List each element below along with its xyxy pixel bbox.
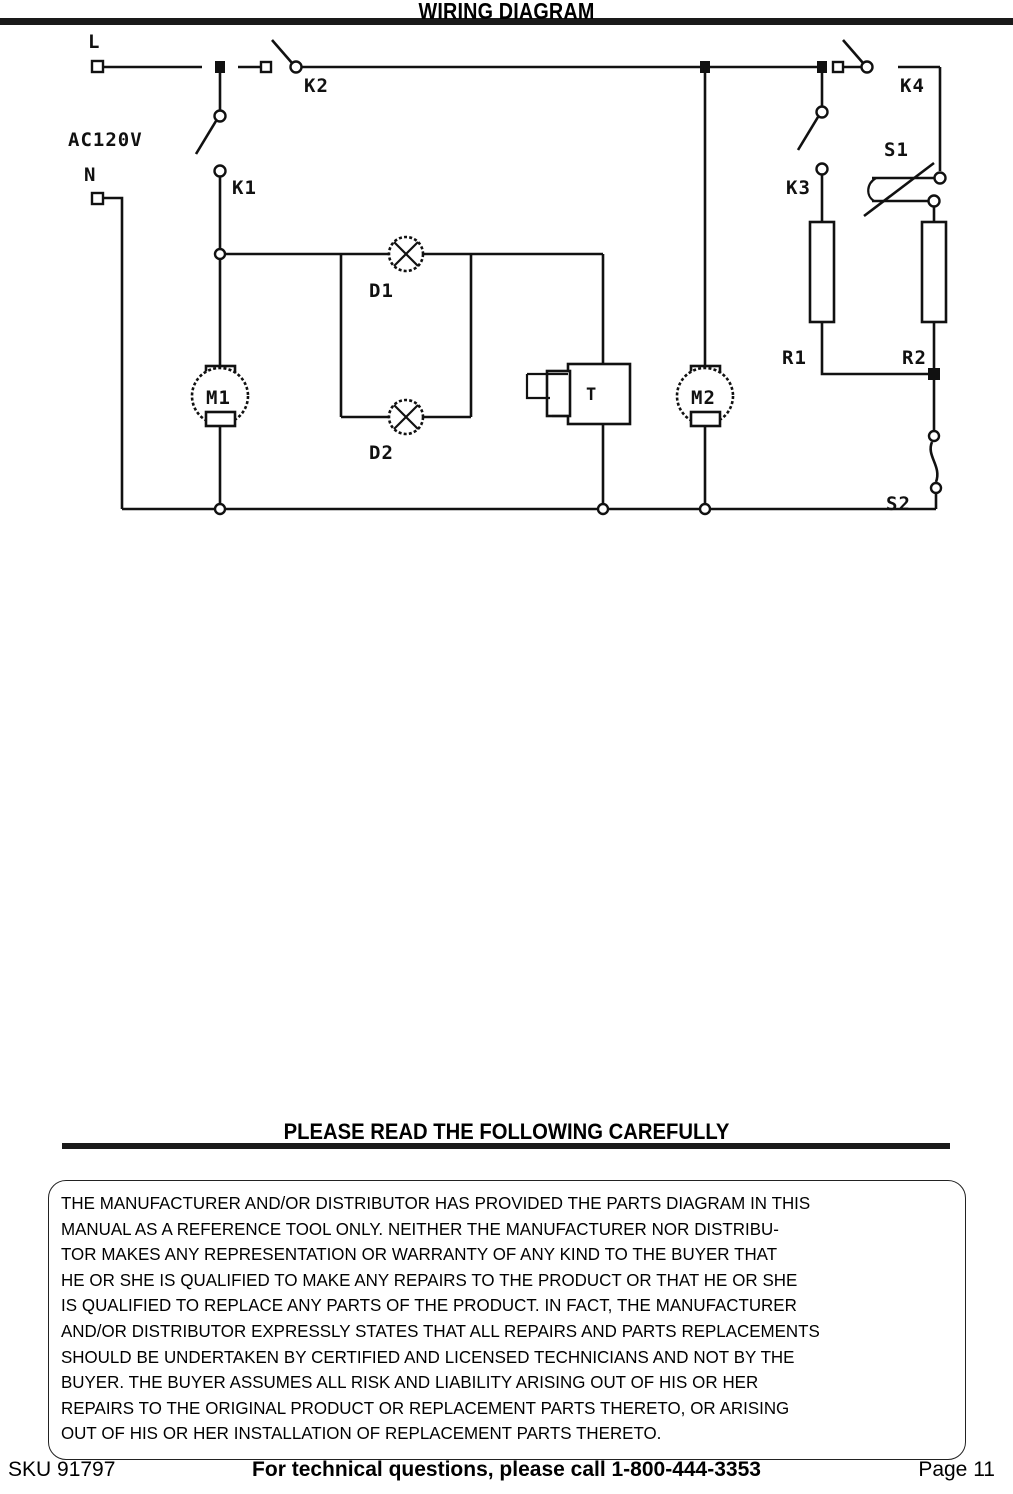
- K3-lower-terminal: [815, 162, 829, 176]
- junction-bottom-M1: [213, 502, 227, 516]
- disclaimer-line: HE OR SHE IS QUALIFIED TO MAKE ANY REPAI…: [61, 1269, 798, 1290]
- sku-number: SKU 91797: [8, 1458, 116, 1481]
- page-footer: SKU 91797 For technical questions, pleas…: [0, 1455, 1013, 1489]
- page-title: WIRING DIAGRAM: [418, 0, 595, 24]
- terminal-L: [90, 59, 105, 74]
- disclaimer-line: IS QUALIFIED TO REPLACE ANY PARTS OF THE…: [61, 1295, 797, 1316]
- read-carefully-block: PLEASE READ THE FOLLOWING CAREFULLY: [0, 1118, 1013, 1152]
- wiring-diagram: L AC120V N K1 M1 D1: [0, 26, 1013, 546]
- label-N: N: [84, 164, 96, 186]
- disclaimer-line: SHOULD BE UNDERTAKEN BY CERTIFIED AND LI…: [61, 1346, 795, 1367]
- M1-brush-bottom: [204, 410, 237, 428]
- label-M2: M2: [691, 387, 716, 409]
- wire-N-down: [103, 196, 124, 509]
- label-D2: D2: [369, 442, 394, 464]
- disclaimer-line: REPAIRS TO THE ORIGINAL PRODUCT OR REPLA…: [61, 1397, 790, 1418]
- S1-pivot-arc: [867, 177, 877, 202]
- S1-terminal-upper: [933, 171, 947, 185]
- disclaimer-line: AND/OR DISTRIBUTOR EXPRESSLY STATES THAT…: [61, 1320, 820, 1341]
- read-carefully-rule: [62, 1143, 950, 1149]
- T-lead-left: [525, 374, 550, 400]
- K3-blade: [796, 116, 820, 151]
- junction-bottom-T: [596, 502, 610, 516]
- M2-brush-bottom: [689, 410, 722, 428]
- K4-pivot-terminal: [860, 60, 874, 74]
- K1-blade: [194, 120, 218, 155]
- R1-body: [808, 220, 836, 324]
- S1-blade: [863, 161, 935, 218]
- T-core: [545, 369, 572, 418]
- junction-M1-lamps: [213, 247, 227, 261]
- page-title-block: WIRING DIAGRAM: [0, 0, 1013, 26]
- junction-bottom-M2: [698, 502, 712, 516]
- disclaimer-line: TOR MAKES ANY REPRESENTATION OR WARRANTY…: [61, 1244, 778, 1265]
- title-rule: [0, 18, 1013, 25]
- R2-body: [920, 220, 948, 324]
- K3-pivot-terminal: [815, 105, 829, 119]
- label-K4: K4: [900, 75, 925, 97]
- label-K3: K3: [786, 177, 811, 199]
- disclaimer-line: OUT OF HIS OR HER INSTALLATION OF REPLAC…: [61, 1423, 662, 1444]
- terminal-N: [90, 191, 105, 206]
- label-supply-voltage: AC120V: [68, 129, 143, 151]
- T-body: [566, 362, 632, 426]
- K1-lower-terminal: [213, 164, 227, 178]
- label-S2: S2: [886, 493, 911, 515]
- D2-cross-b: [393, 404, 419, 430]
- disclaimer-line: BUYER. THE BUYER ASSUMES ALL RISK AND LI…: [61, 1372, 759, 1393]
- label-K1: K1: [232, 177, 257, 199]
- label-K2: K2: [304, 75, 329, 97]
- technical-support-line: For technical questions, please call 1-8…: [252, 1458, 761, 1481]
- disclaimer-line: MANUAL AS A REFERENCE TOOL ONLY. NEITHER…: [61, 1218, 779, 1239]
- K4-blade: [842, 39, 864, 64]
- label-T: T: [586, 385, 597, 405]
- page-number: Page 11: [918, 1458, 995, 1481]
- S2-thermal-element: [929, 441, 939, 483]
- K1-pivot-terminal: [213, 109, 227, 123]
- S2-terminal-upper: [927, 429, 941, 443]
- label-D1: D1: [369, 280, 394, 302]
- S2-terminal-lower: [929, 481, 943, 495]
- label-L: L: [88, 31, 100, 53]
- junction-R1-R2: [928, 368, 940, 380]
- label-R2: R2: [902, 347, 927, 369]
- disclaimer-line: THE MANUFACTURER AND/OR DISTRIBUTOR HAS …: [61, 1193, 811, 1213]
- K4-left-terminal: [831, 60, 845, 74]
- K2-left-terminal: [259, 60, 273, 74]
- D1-cross-b: [393, 241, 419, 267]
- label-R1: R1: [782, 347, 807, 369]
- disclaimer-box: THE MANUFACTURER AND/OR DISTRIBUTOR HAS …: [48, 1180, 966, 1460]
- S1-terminal-lower: [927, 194, 941, 208]
- label-M1: M1: [206, 387, 231, 409]
- K2-pivot-terminal: [289, 60, 303, 74]
- K2-blade: [271, 39, 293, 64]
- read-carefully-heading: PLEASE READ THE FOLLOWING CAREFULLY: [283, 1119, 730, 1144]
- wire-R1-to-node: [820, 322, 929, 376]
- label-S1: S1: [884, 139, 909, 161]
